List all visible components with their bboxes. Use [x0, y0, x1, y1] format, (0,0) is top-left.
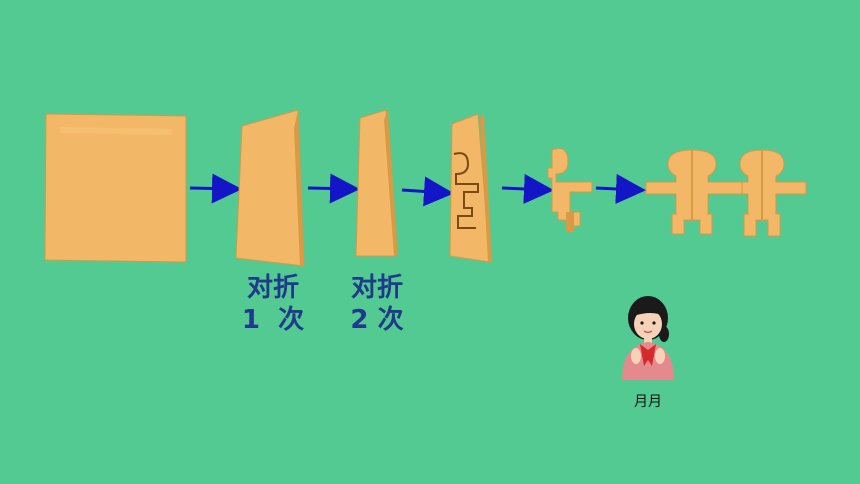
arrow-right-icon — [595, 173, 646, 204]
paper-with-drawn-pattern — [449, 113, 492, 263]
step-caption-fold-twice: 对折 2 次 — [342, 272, 412, 336]
arrow-right-icon — [307, 173, 360, 204]
arrow-right-icon — [501, 173, 554, 204]
caption-line-2: 1 次 — [241, 305, 305, 335]
character-name: 月月 — [634, 394, 662, 410]
flat-paper-sheet — [44, 113, 187, 263]
paper-folded-twice — [355, 109, 398, 257]
step-caption-fold-once: 对折 1 次 — [238, 272, 308, 336]
cut-paper-half-figure — [547, 148, 593, 232]
unfolded-paper-people — [645, 149, 807, 237]
arrow-right-icon — [401, 176, 454, 207]
girl-character-icon — [622, 296, 674, 380]
caption-line-1: 对折 — [350, 273, 403, 303]
caption-line-2: 2 次 — [350, 305, 404, 335]
paper-folded-once — [235, 109, 305, 267]
caption-line-1: 对折 — [246, 273, 299, 303]
arrow-right-icon — [189, 173, 242, 204]
